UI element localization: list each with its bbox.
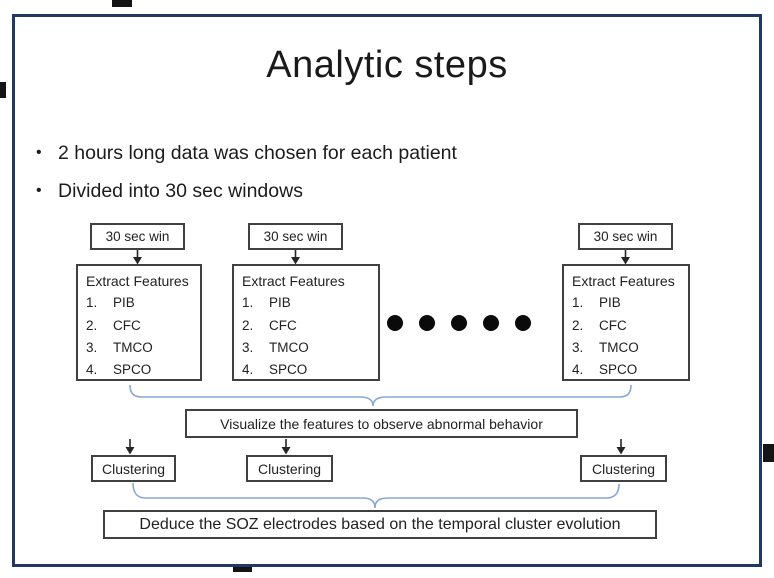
feature-item: 4. SPCO (572, 359, 684, 381)
slide-title: Analytic steps (266, 44, 508, 86)
feature-num: 3. (572, 339, 584, 355)
feature-item: 4. SPCO (86, 359, 196, 381)
feature-num: 4. (572, 362, 584, 378)
clustering-box-2: Clustering (246, 455, 333, 482)
feature-item: 3. TMCO (242, 337, 374, 359)
deduce-label: Deduce the SOZ electrodes based on the t… (139, 515, 621, 533)
feature-name: CFC (269, 317, 297, 333)
bullet-marker: • (36, 144, 42, 161)
bullet-text: Divided into 30 sec windows (58, 180, 303, 202)
feature-item: 1. PIB (572, 292, 684, 314)
extract-features-box-3: Extract Features 1. PIB 2. CFC 3. TMCO 4. SP… (562, 264, 690, 381)
feature-name: TMCO (113, 339, 153, 355)
ellipsis-dots (387, 315, 533, 331)
feature-name: PIB (599, 295, 621, 311)
bullet-item: • 2 hours long data was chosen for each … (36, 142, 457, 165)
visualize-box: Visualize the features to observe abnorm… (185, 409, 578, 438)
feature-num: 2. (572, 317, 584, 333)
window-box-2: 30 sec win (248, 223, 343, 250)
clustering-box-1: Clustering (91, 455, 176, 482)
feature-name: TMCO (599, 339, 639, 355)
deduce-box: Deduce the SOZ electrodes based on the t… (103, 510, 657, 539)
feature-item: 2. CFC (86, 315, 196, 337)
feature-num: 1. (242, 295, 254, 311)
feature-num: 2. (86, 317, 98, 333)
feature-name: PIB (113, 295, 135, 311)
bullet-text: 2 hours long data was chosen for each pa… (58, 142, 457, 164)
extract-features-box-1: Extract Features 1. PIB 2. CFC 3. TMCO 4. SP… (76, 264, 202, 381)
feature-item: 1. PIB (242, 292, 374, 314)
feature-name: SPCO (269, 362, 308, 378)
window-box-label: 30 sec win (593, 229, 658, 244)
window-box-1: 30 sec win (90, 223, 185, 250)
window-box-label: 30 sec win (263, 229, 328, 244)
feature-num: 4. (86, 362, 98, 378)
extract-title: Extract Features (86, 273, 189, 289)
visualize-label: Visualize the features to observe abnorm… (220, 415, 543, 432)
feature-num: 3. (86, 339, 98, 355)
clustering-label: Clustering (591, 460, 656, 477)
bullet-item: • Divided into 30 sec windows (36, 180, 303, 203)
feature-item: 2. CFC (242, 315, 374, 337)
window-box-3: 30 sec win (578, 223, 673, 250)
feature-item: 3. TMCO (572, 337, 684, 359)
feature-name: SPCO (113, 362, 152, 378)
screen-artifact-top (112, 0, 132, 7)
screen-artifact-left (0, 82, 6, 98)
feature-name: CFC (599, 317, 627, 333)
ellipsis-dot (419, 315, 435, 331)
feature-num: 1. (572, 295, 584, 311)
feature-item: 4. SPCO (242, 359, 374, 381)
feature-item: 2. CFC (572, 315, 684, 337)
clustering-box-3: Clustering (580, 455, 667, 482)
ellipsis-dot (451, 315, 467, 331)
ellipsis-dot (515, 315, 531, 331)
feature-num: 4. (242, 362, 254, 378)
feature-item: 3. TMCO (86, 337, 196, 359)
feature-name: TMCO (269, 339, 309, 355)
clustering-label: Clustering (257, 460, 322, 477)
ellipsis-dot (387, 315, 403, 331)
feature-name: SPCO (599, 362, 638, 378)
feature-item: 1. PIB (86, 292, 196, 314)
feature-name: PIB (269, 295, 291, 311)
extract-title: Extract Features (572, 273, 675, 289)
feature-num: 2. (242, 317, 254, 333)
clustering-label: Clustering (101, 460, 166, 477)
ellipsis-dot (483, 315, 499, 331)
screen-artifact-right (763, 444, 774, 462)
feature-num: 3. (242, 339, 254, 355)
window-box-label: 30 sec win (105, 229, 170, 244)
screen-artifact-bottom (233, 562, 252, 572)
bullet-marker: • (36, 182, 42, 199)
extract-title: Extract Features (242, 273, 345, 289)
extract-features-box-2: Extract Features 1. PIB 2. CFC 3. TMCO 4. SP… (232, 264, 380, 381)
feature-num: 1. (86, 295, 98, 311)
feature-name: CFC (113, 317, 141, 333)
